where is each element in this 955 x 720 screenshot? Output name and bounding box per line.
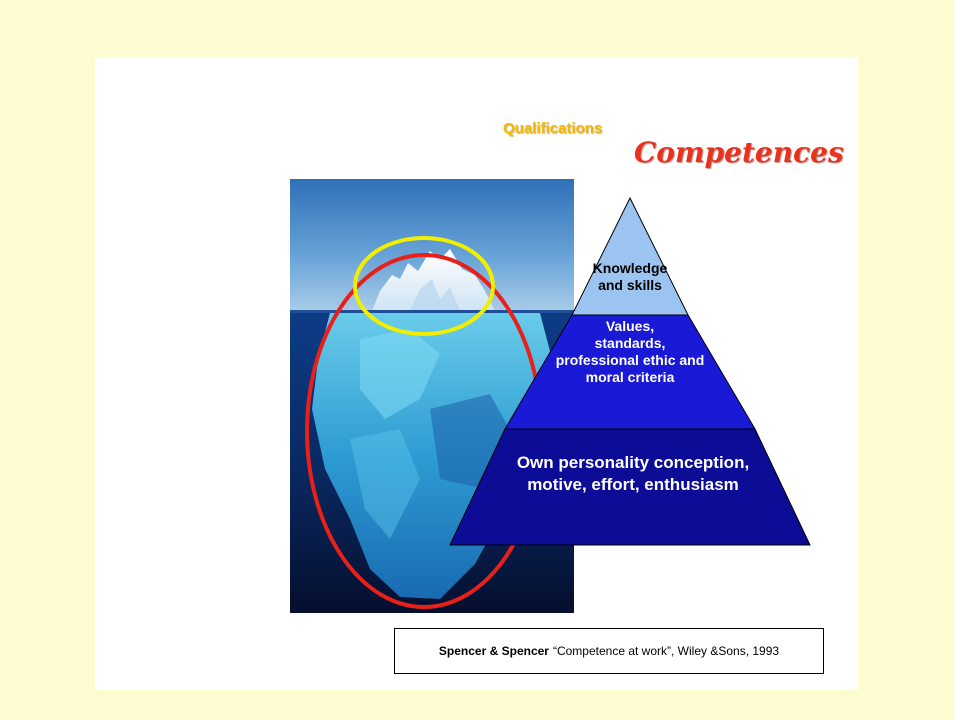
pyramid-label-values-line4: moral criteria [585,369,675,386]
citation-text: “Competence at work”, Wiley &Sons, 1993 [552,644,780,658]
pyramid-label-values: Values, standards, professional ethic an… [520,318,740,386]
pyramid-layer-knowledge [571,196,689,316]
qualifications-label: Qualifications [503,120,603,137]
pyramid-layer-personality [449,428,811,546]
pyramid-label-values-line1: Values, [605,318,655,334]
citation-box: Spencer & Spencer “Competence at work”, … [394,628,824,674]
pyramid-label-values-line2: standards, [594,335,666,352]
pyramid-label-knowledge: Knowledge and skills [575,260,685,294]
competences-label: Competences [634,136,844,169]
competence-pyramid [449,196,811,546]
citation-authors: Spencer & Spencer [438,644,549,658]
pyramid-label-values-line3: professional ethic and [555,352,705,369]
pyramid-label-knowledge-line2: and skills [598,277,662,294]
pyramid-label-knowledge-line1: Knowledge [592,260,668,276]
pyramid-label-personality-line2: motive, effort, enthusiasm [527,475,739,495]
pyramid-label-personality-line1: Own personality conception, [516,453,750,472]
pyramid-label-personality: Own personality conception, motive, effo… [468,452,798,496]
